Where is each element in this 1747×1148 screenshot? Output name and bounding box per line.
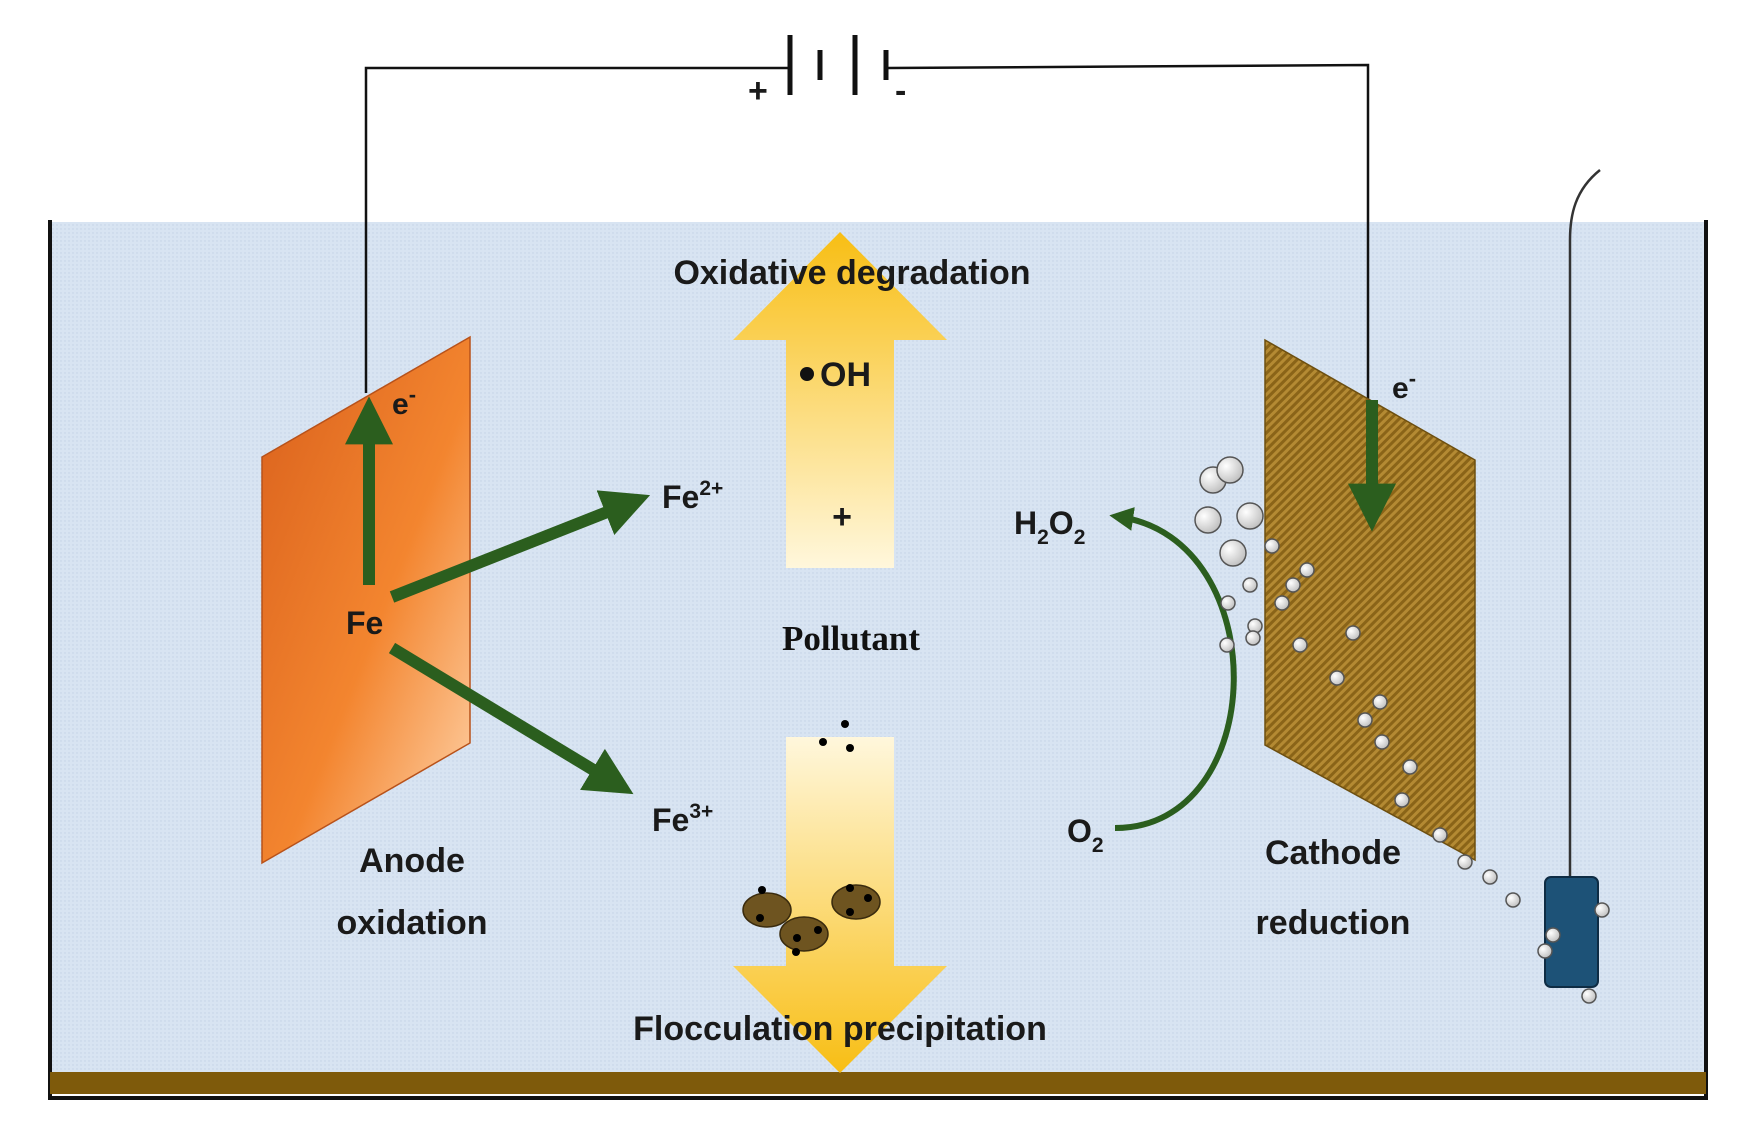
plus-sign-label: + [832, 498, 852, 536]
arrow-to-fe2 [389, 490, 651, 603]
battery-minus: - [895, 72, 906, 110]
floc-particles [742, 884, 881, 956]
battery-plus: + [748, 72, 768, 110]
anode-label-line2: oxidation [336, 904, 487, 942]
radical-dot-icon [800, 367, 814, 381]
arrow-o2-to-h2o2 [1109, 507, 1237, 831]
flocculation-precipitation-label: Flocculation precipitation [633, 1010, 1047, 1048]
anode-plate [261, 335, 471, 865]
cathode-label-line2: reduction [1256, 904, 1411, 942]
cathode-electron-label: e- [1392, 366, 1416, 405]
cathode-plate [1264, 338, 1476, 862]
oxidative-degradation-label: Oxidative degradation [673, 254, 1030, 292]
fe2-label: Fe2+ [662, 477, 723, 515]
aeration-diffuser [1544, 876, 1599, 988]
bubbles [1194, 456, 1521, 908]
wire-cathode [887, 63, 1370, 402]
diffuser-bubbles [1537, 902, 1610, 1004]
pollutant-label: Pollutant [782, 619, 920, 658]
fe-label: Fe [346, 605, 383, 641]
aeration-tube [1568, 169, 1601, 880]
oh-radical-label: OH [820, 356, 871, 394]
fe3-label: Fe3+ [652, 800, 713, 838]
battery-icon [787, 35, 889, 95]
anode-label-line1: Anode [359, 842, 465, 880]
anode-electron-label: e- [392, 382, 416, 421]
o2-label: O2 [1067, 813, 1104, 857]
arrow-to-fe3 [388, 642, 634, 795]
tank-floor [50, 1072, 1706, 1094]
circuit [364, 63, 1370, 402]
wire-anode [364, 66, 790, 393]
cathode-label-line1: Cathode [1265, 834, 1401, 872]
anode-arrows [345, 396, 651, 795]
h2o2-label: H2O2 [1014, 505, 1085, 549]
arrow-oxidative-up [733, 232, 947, 568]
pollutant-dots [819, 720, 854, 752]
